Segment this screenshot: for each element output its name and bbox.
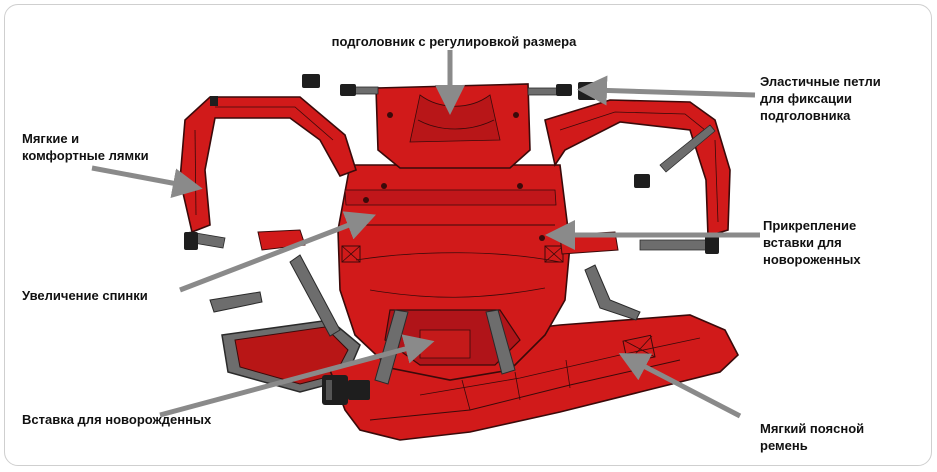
right-hanging-strap — [585, 265, 640, 320]
headrest — [376, 84, 530, 168]
label-waist-belt: Мягкий поясной ремень — [760, 420, 920, 454]
left-shoulder-strap — [180, 96, 356, 250]
arrow-straps — [92, 168, 188, 186]
label-newborn-insert: Вставка для новорожденных — [22, 411, 282, 428]
label-elastic-loops: Эластичные петли для фиксации подголовни… — [760, 73, 920, 124]
label-insert-attachment: Прикрепление вставки для новороженных — [763, 217, 923, 268]
right-shoulder-strap — [545, 100, 730, 254]
arrow-elastic-loops — [592, 90, 755, 95]
label-back-extension: Увеличение спинки — [22, 287, 222, 304]
label-headrest: подголовник с регулировкой размера — [284, 33, 624, 50]
arrow-back-extension — [180, 220, 362, 290]
label-straps: Мягкие и комфортные лямки — [22, 130, 192, 164]
